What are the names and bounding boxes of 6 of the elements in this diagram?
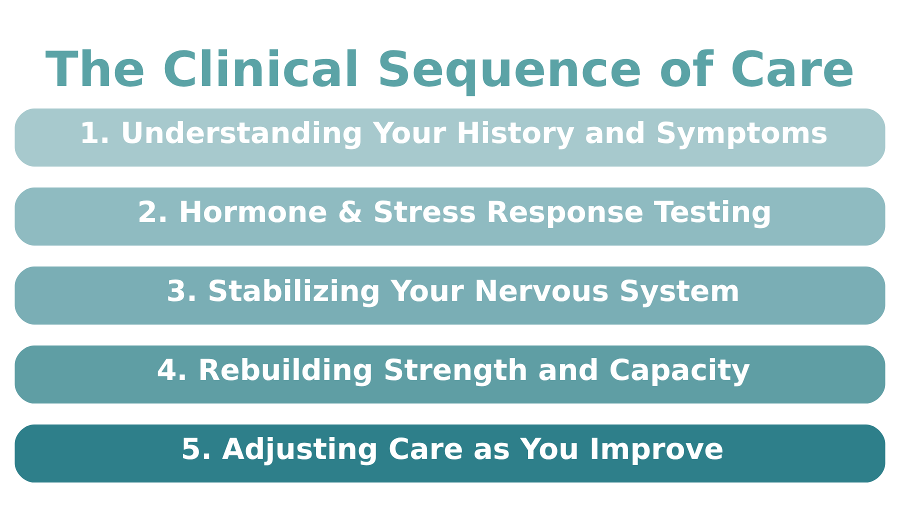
diagram-title: The Clinical Sequence of Care bbox=[45, 42, 855, 98]
node-box: 1. Understanding Your History and Symptoms bbox=[14, 108, 886, 167]
node-box: 3. Stabilizing Your Nervous System bbox=[14, 266, 886, 325]
node-box: 4. Rebuilding Strength and Capacity bbox=[14, 346, 886, 404]
node-box: 5. Adjusting Care as You Improve bbox=[14, 424, 886, 483]
node-box: 2. Hormone & Stress Response Testing bbox=[14, 188, 886, 246]
